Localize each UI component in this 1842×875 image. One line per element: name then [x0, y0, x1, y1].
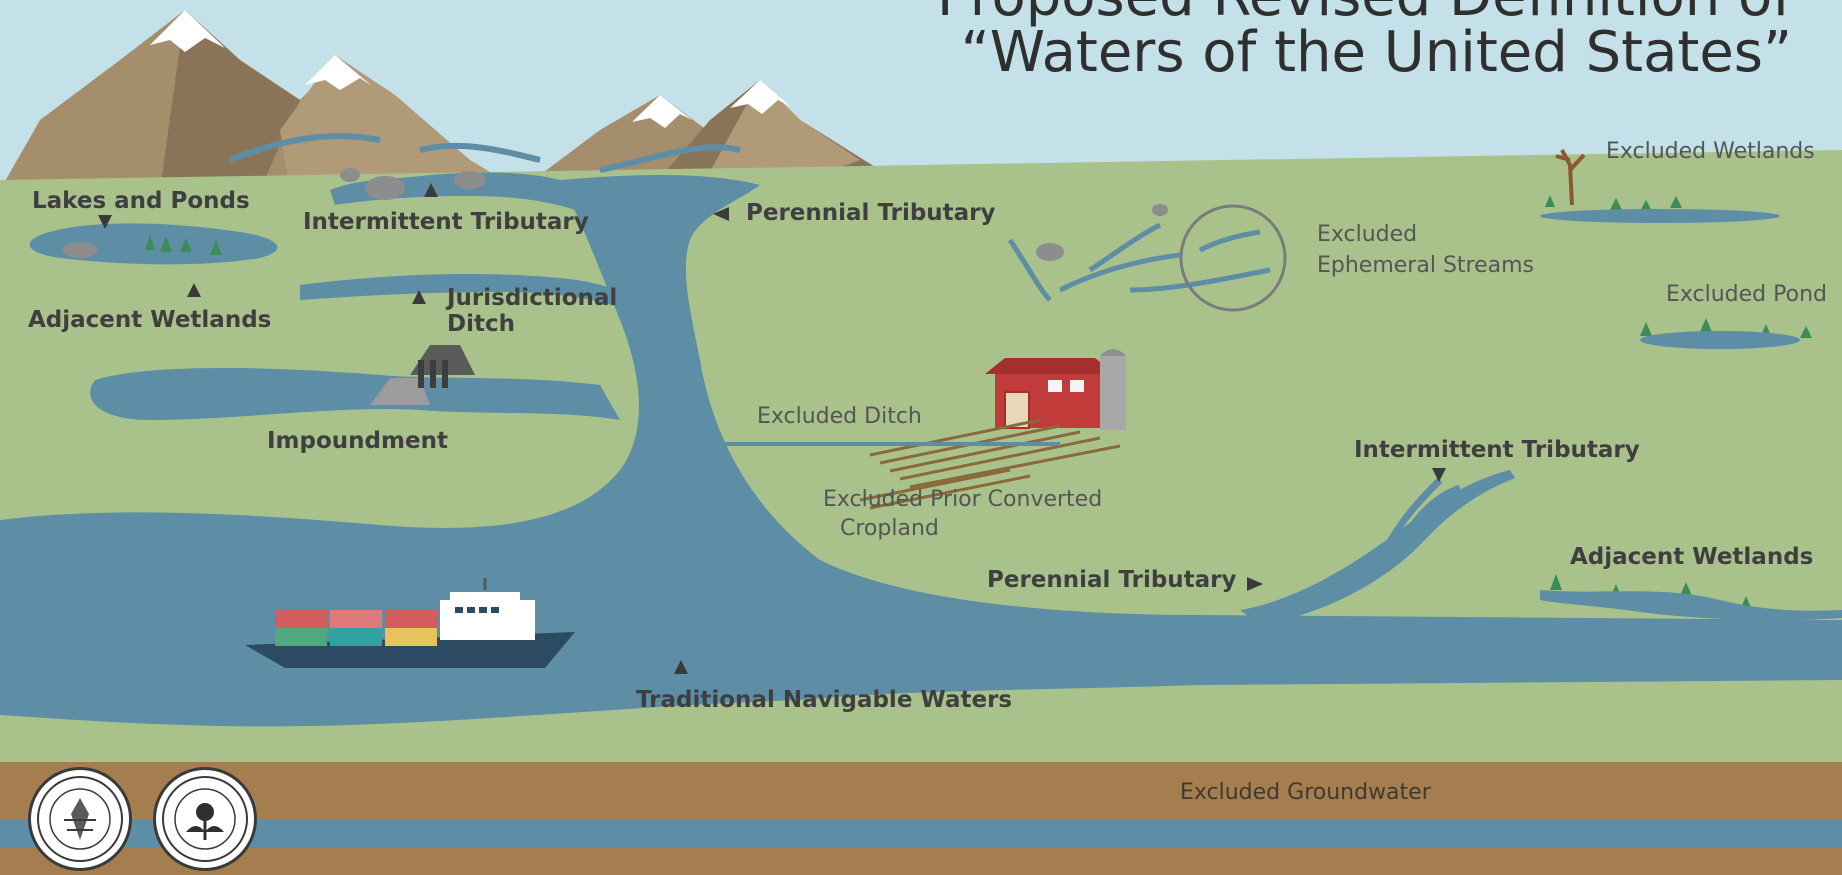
title-line2: “Waters of the United States”	[960, 20, 1792, 85]
marker-intermittent-tributary-left	[424, 183, 438, 197]
label-excluded-wetlands: Excluded Wetlands	[1606, 139, 1815, 164]
epa-seal-logo	[153, 767, 257, 871]
ephemeral-circle	[1179, 204, 1287, 312]
label-excluded-pond: Excluded Pond	[1666, 282, 1827, 307]
marker-jurisdictional-ditch	[412, 290, 426, 304]
main-river	[0, 175, 1842, 727]
label-excluded-ditch: Excluded Ditch	[757, 404, 922, 429]
marker-traditional-navigable-waters	[674, 660, 688, 674]
label-traditional-navigable-waters: Traditional Navigable Waters	[636, 687, 1013, 713]
cargo-ship	[245, 578, 575, 668]
marker-intermittent-tributary-right	[1432, 468, 1446, 482]
label-perennial-tributary-top: Perennial Tributary	[746, 200, 996, 226]
marker-perennial-tributary-top	[713, 207, 729, 221]
label-perennial-tributary-bottom: Perennial Tributary	[987, 567, 1237, 593]
label-adjacent-wetlands-right: Adjacent Wetlands	[1570, 544, 1814, 570]
label-excluded-prior-converted-1: Excluded Prior Converted	[823, 487, 1103, 512]
title-line1: Proposed Revised Definition of	[937, 0, 1792, 27]
groundwater-band	[0, 820, 1842, 848]
label-excluded-ephemeral-1: Excluded	[1317, 222, 1418, 247]
label-lakes-and-ponds: Lakes and Ponds	[32, 188, 250, 214]
excluded-pond	[1640, 331, 1800, 349]
marker-lakes-and-ponds	[98, 215, 112, 229]
rocks	[62, 168, 1168, 261]
dead-tree	[1555, 149, 1586, 206]
label-impoundment: Impoundment	[267, 428, 448, 454]
label-adjacent-wetlands-left: Adjacent Wetlands	[28, 307, 272, 333]
label-excluded-prior-converted-2: Cropland	[840, 516, 939, 541]
impoundment-lake	[90, 368, 620, 420]
label-intermittent-tributary-left: Intermittent Tributary	[303, 209, 589, 235]
label-excluded-ephemeral-2: Ephemeral Streams	[1317, 253, 1535, 278]
label-intermittent-tributary-right: Intermittent Tributary	[1354, 437, 1640, 463]
impoundment-dam	[370, 345, 475, 405]
army-seal-logo	[28, 767, 132, 871]
cropland	[859, 418, 1121, 510]
marker-adjacent-wetlands-left	[187, 283, 201, 297]
barn	[985, 349, 1126, 430]
excluded-wetlands-pool	[1540, 209, 1780, 223]
label-excluded-groundwater: Excluded Groundwater	[1180, 780, 1431, 805]
label-jurisdictional-ditch-1: Jurisdictional	[447, 285, 618, 311]
label-jurisdictional-ditch-2: Ditch	[447, 311, 515, 337]
ephemeral-streams	[1007, 222, 1271, 302]
marker-perennial-tributary-bottom	[1247, 577, 1263, 591]
soil-band	[0, 762, 1842, 875]
